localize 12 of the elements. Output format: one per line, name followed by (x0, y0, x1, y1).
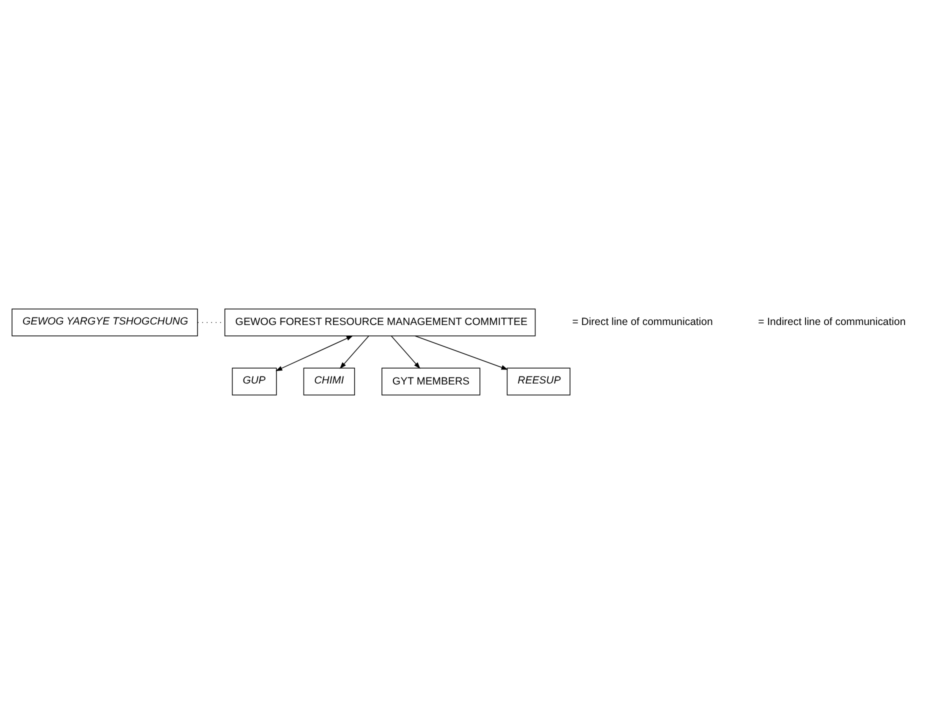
arrow (340, 336, 370, 369)
arrow (414, 336, 508, 370)
legend-label: = Direct line of communication (572, 317, 713, 328)
node-box: GEWOG FOREST RESOURCE MANAGEMENT COMMITTEE (224, 308, 536, 336)
legend-label: = Indirect line of communication (758, 317, 906, 328)
node-box: GYT MEMBERS (382, 368, 480, 396)
node-box: GUP (232, 368, 277, 396)
arrow (276, 336, 354, 372)
node-box: CHIMI (303, 368, 355, 396)
node-box: REESUP (506, 368, 570, 396)
node-box: GEWOG YARGYE TSHOGCHUNG (12, 308, 198, 336)
arrow (390, 336, 420, 369)
